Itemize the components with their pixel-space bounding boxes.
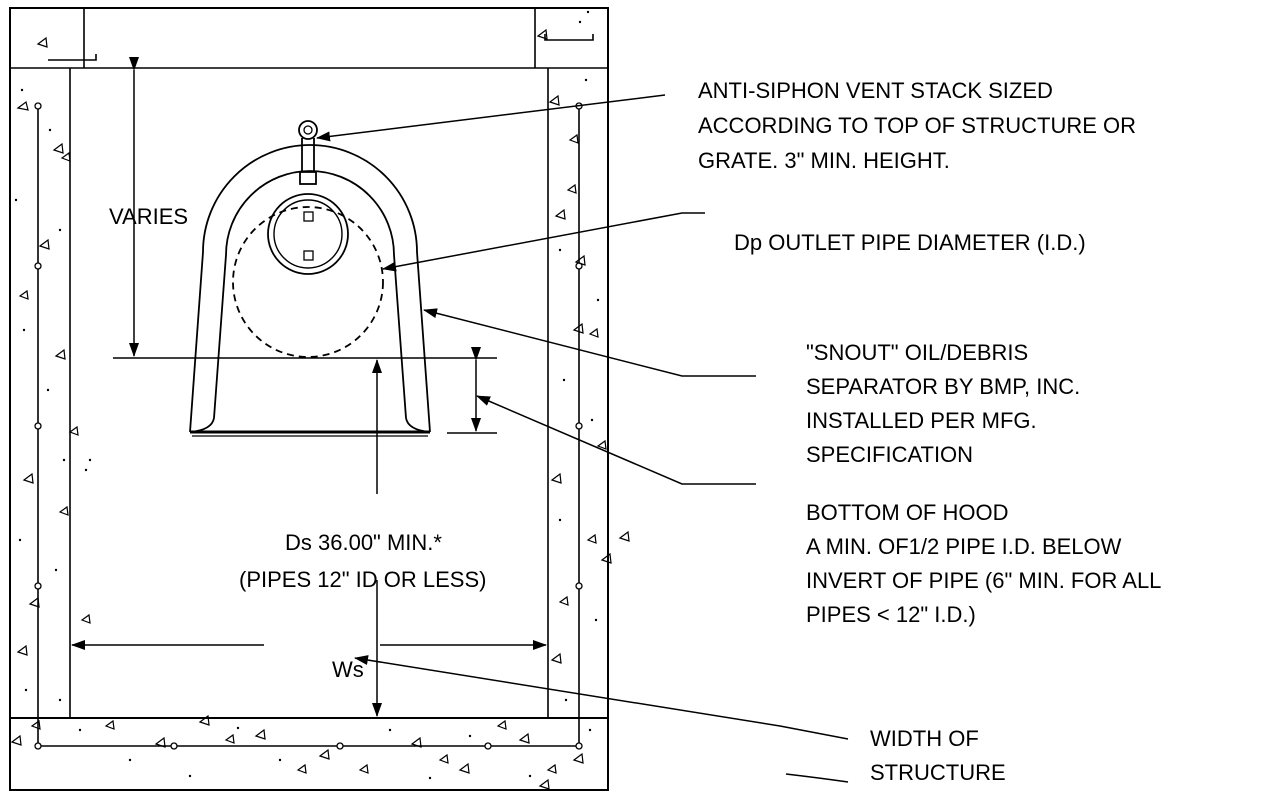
hood-bottom-leader: [476, 395, 756, 485]
frame-left-bracket: [48, 54, 97, 61]
outlet-leader: [382, 212, 705, 272]
snout-line-1: "SNOUT" OIL/DEBRIS: [806, 340, 1028, 365]
width-leader-tail: [785, 773, 849, 783]
rebar-dot: [484, 742, 492, 750]
snout-line-4: SPECIFICATION: [806, 442, 973, 467]
snout-line-3: INSTALLED PER MFG.: [806, 408, 1037, 433]
rebar-dot: [575, 582, 583, 590]
hood-bottom-line-4: PIPES < 12" I.D.): [806, 602, 976, 627]
frame-right-bracket: [544, 34, 594, 41]
snout-hood: [189, 144, 431, 437]
snout-line-2: SEPARATOR BY BMP, INC.: [806, 374, 1080, 399]
rebar-dot: [34, 422, 42, 430]
outlet-pipe-label: Dp OUTLET PIPE DIAMETER (I.D.): [734, 230, 1086, 255]
vent-stack-line-2: ACCORDING TO TOP OF STRUCTURE OR: [698, 113, 1136, 138]
width-of-structure-line-2: STRUCTURE: [870, 760, 1006, 785]
vent-leader: [316, 94, 666, 142]
rebar-dot: [34, 262, 42, 270]
concrete-speckles: [14, 10, 600, 780]
rebar-dot: [34, 102, 42, 110]
vent-stack-line-3: GRATE. 3" MIN. HEIGHT.: [698, 148, 950, 173]
ds-sub-label: (PIPES 12" ID OR LESS): [239, 567, 486, 592]
ws-label: Ws: [332, 657, 364, 682]
rebar-dot: [575, 422, 583, 430]
width-leader: [354, 655, 849, 740]
outlet-pipe: [232, 193, 384, 358]
rebar-dot: [34, 742, 42, 750]
width-of-structure-line-1: WIDTH OF: [870, 726, 979, 751]
anti-siphon-vent: [298, 120, 318, 185]
snout-leader: [423, 308, 756, 377]
structure-outline: [9, 7, 609, 791]
concrete-texture: [10, 28, 630, 790]
hood-bottom-line-3: INVERT OF PIPE (6" MIN. FOR ALL: [806, 568, 1161, 593]
varies-label: VARIES: [109, 204, 188, 229]
hood-bottom-line-2: A MIN. OF1/2 PIPE I.D. BELOW: [806, 534, 1122, 559]
rebar-dot: [34, 582, 42, 590]
rebar-dot: [336, 742, 344, 750]
ds-label: Ds 36.00" MIN.*: [285, 530, 442, 555]
rebar-dot: [170, 742, 178, 750]
vent-stack-line-1: ANTI-SIPHON VENT STACK SIZED: [698, 78, 1053, 103]
hood-bottom-line-1: BOTTOM OF HOOD: [806, 500, 1008, 525]
rebar-dot: [575, 742, 583, 750]
